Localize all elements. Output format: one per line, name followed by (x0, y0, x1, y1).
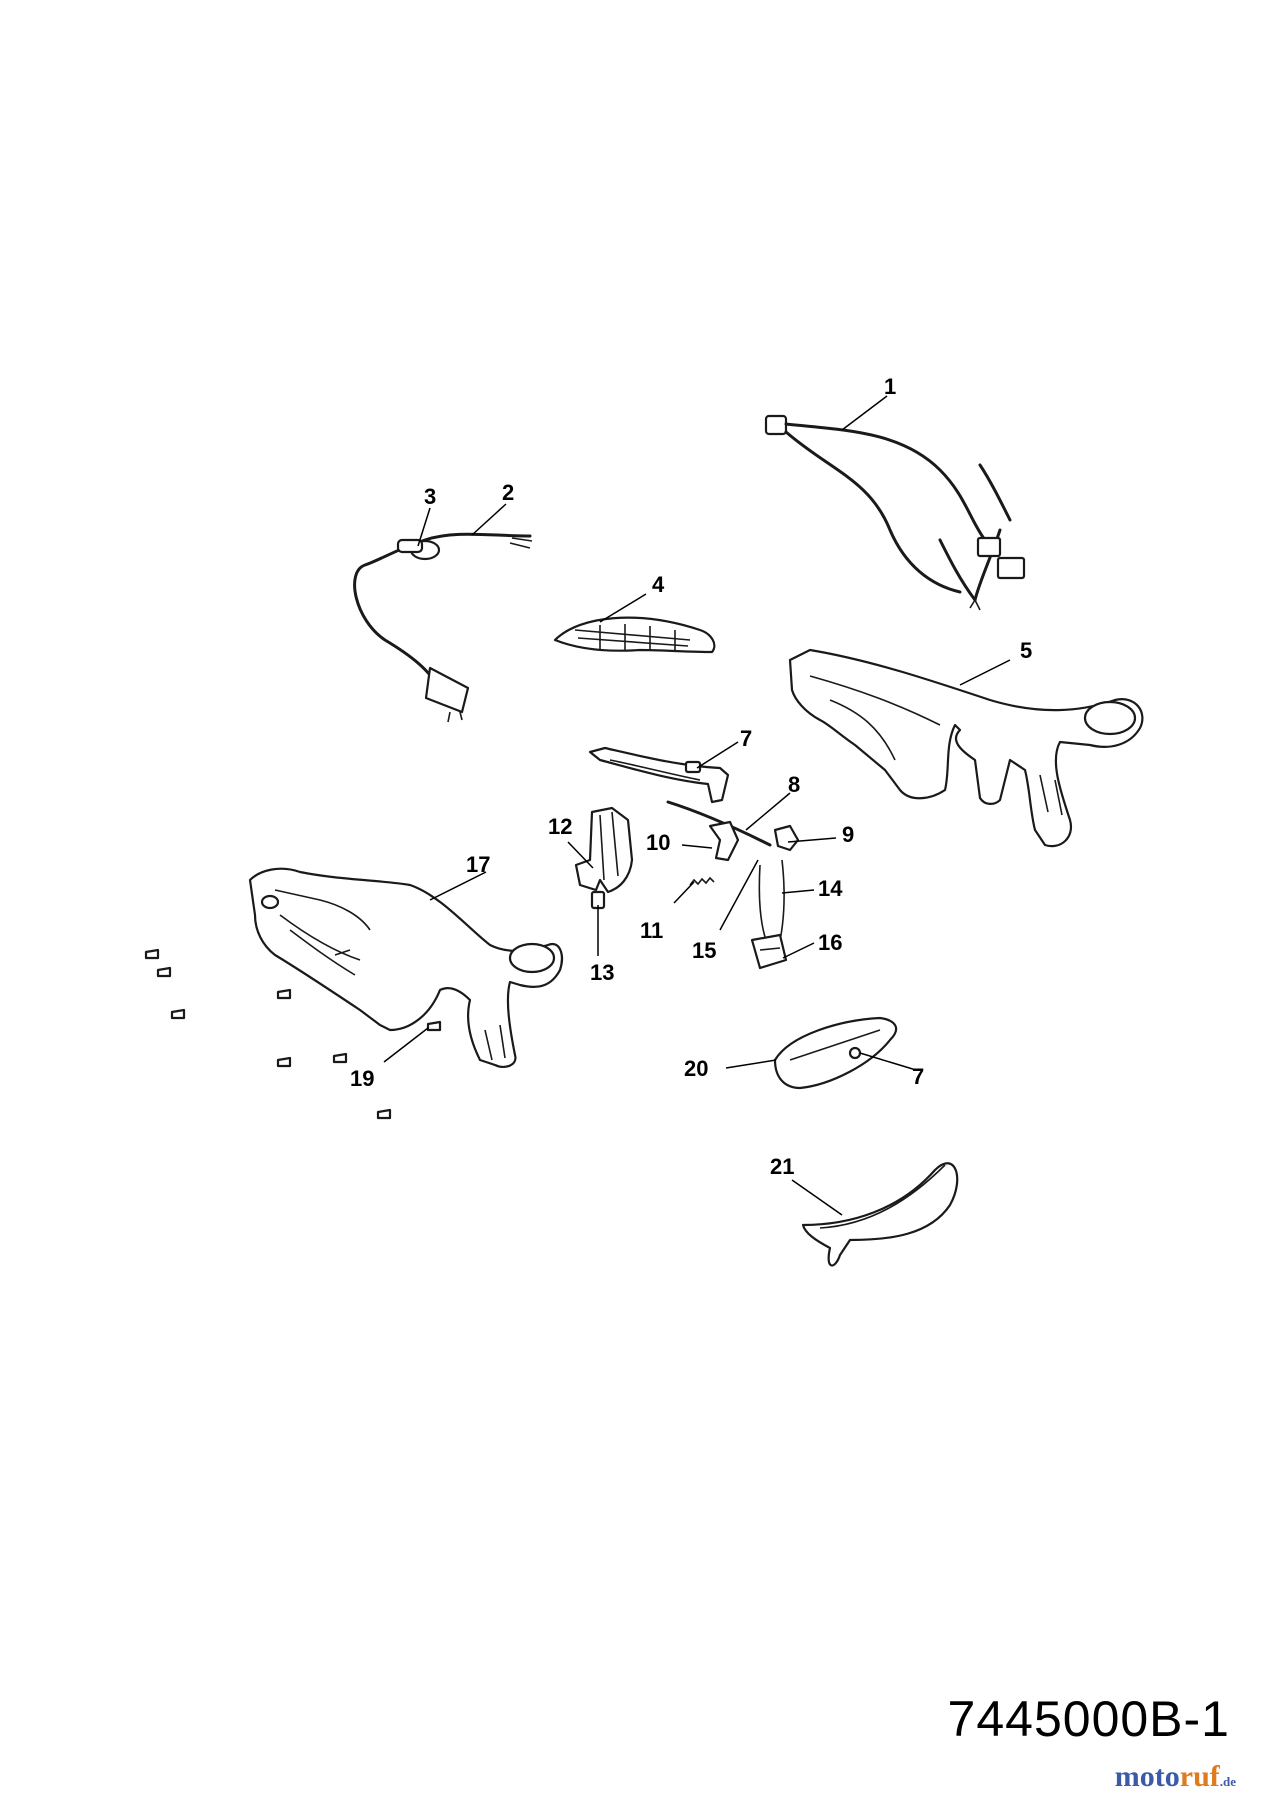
part-4-grip-cover (553, 616, 716, 654)
part-1-wiring-harness (764, 414, 1026, 611)
watermark-accent: ruf (1179, 1760, 1220, 1793)
diagram-code: 7445000B-1 (947, 1691, 1230, 1747)
part-8-rod (666, 800, 772, 847)
callout-20: 20 (684, 1056, 708, 1081)
part-11-spring (689, 876, 715, 886)
callout-10: 10 (646, 830, 670, 855)
callout-3: 3 (424, 484, 436, 509)
part-20-switch-cover (773, 1016, 898, 1090)
watermark-main: moto (1114, 1760, 1180, 1793)
part-12-13-switch-block (574, 806, 634, 910)
callout-4: 4 (652, 572, 665, 597)
part-2-3-power-cable (353, 532, 533, 723)
callout-7-upper: 7 (740, 726, 752, 751)
callout-5: 5 (1020, 638, 1032, 663)
callout-7-lower: 7 (912, 1064, 924, 1089)
part-17-left-housing (248, 867, 564, 1069)
callout-2: 2 (502, 480, 514, 505)
watermark-logo: motoruf.de (1115, 1760, 1236, 1794)
callout-1: 1 (884, 374, 896, 399)
watermark-suffix: .de (1219, 1774, 1236, 1789)
callout-labels: 1 2 3 4 5 7 8 9 10 11 12 13 14 15 16 17 … (350, 374, 1032, 1179)
callout-9: 9 (842, 822, 854, 847)
callout-12: 12 (548, 814, 572, 839)
callout-14: 14 (818, 876, 843, 901)
part-21-hand-guard (801, 1162, 959, 1267)
callout-19: 19 (350, 1066, 374, 1091)
callout-21: 21 (770, 1154, 794, 1179)
callout-8: 8 (788, 772, 800, 797)
part-9-14-16-switch-assembly (750, 824, 800, 970)
callout-17: 17 (466, 852, 490, 877)
callout-16: 16 (818, 930, 842, 955)
callout-13: 13 (590, 960, 614, 985)
callout-11: 11 (640, 918, 663, 943)
callout-15: 15 (692, 938, 716, 963)
part-10-latch (708, 820, 740, 862)
part-7-switch-trigger (588, 746, 730, 804)
part-5-right-housing (788, 648, 1144, 848)
leader-lines (383, 395, 1011, 1216)
